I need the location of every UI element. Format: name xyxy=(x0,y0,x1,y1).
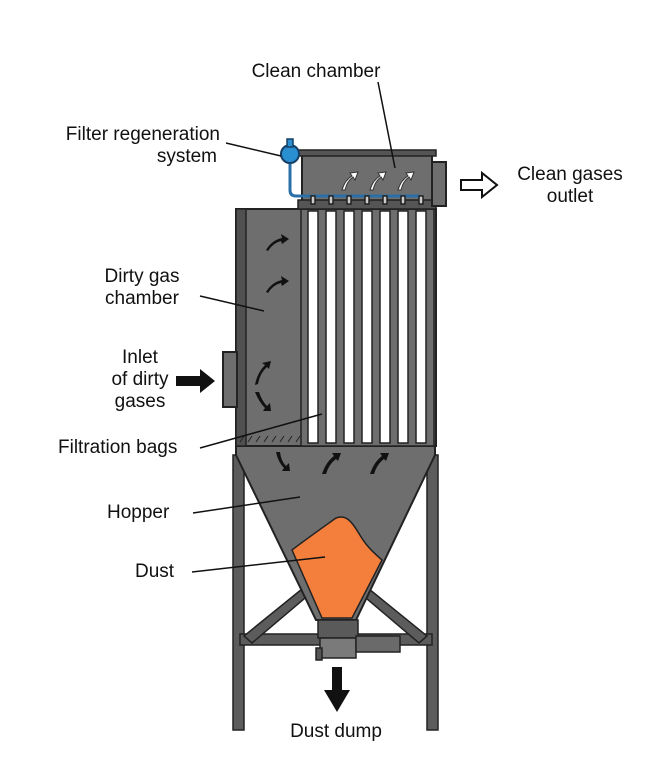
chamber-flange xyxy=(235,208,247,447)
label-hopper: Hopper xyxy=(107,502,170,523)
label-inlet: Inlet of dirty gases xyxy=(111,347,169,412)
label-dust-dump: Dust dump xyxy=(290,721,382,742)
label-dirty-gas-chamber: Dirty gas chamber xyxy=(104,266,180,309)
label-filter-regeneration: Filter regeneration system xyxy=(65,124,220,167)
outlet-arrow xyxy=(460,170,499,200)
dust-pile xyxy=(291,516,383,619)
outlet-nozzle xyxy=(431,161,447,207)
inlet-arrow xyxy=(176,369,215,393)
dust-discharge xyxy=(315,619,401,661)
label-clean-gases-outlet: Clean gases outlet xyxy=(517,164,623,207)
label-dust: Dust xyxy=(135,561,175,582)
gas-distributor xyxy=(239,435,301,443)
inlet-nozzle xyxy=(222,351,238,408)
label-filtration-bags: Filtration bags xyxy=(58,437,178,458)
pulse-pipe xyxy=(280,138,424,205)
dust-dump-arrow xyxy=(324,667,350,712)
flow-arrows xyxy=(255,234,389,474)
label-clean-chamber: Clean chamber xyxy=(251,61,381,82)
clean-chamber-lid xyxy=(297,149,437,157)
filtration-bags xyxy=(307,210,427,444)
leader-lines xyxy=(191,81,396,573)
pulse-arrows xyxy=(341,171,415,191)
